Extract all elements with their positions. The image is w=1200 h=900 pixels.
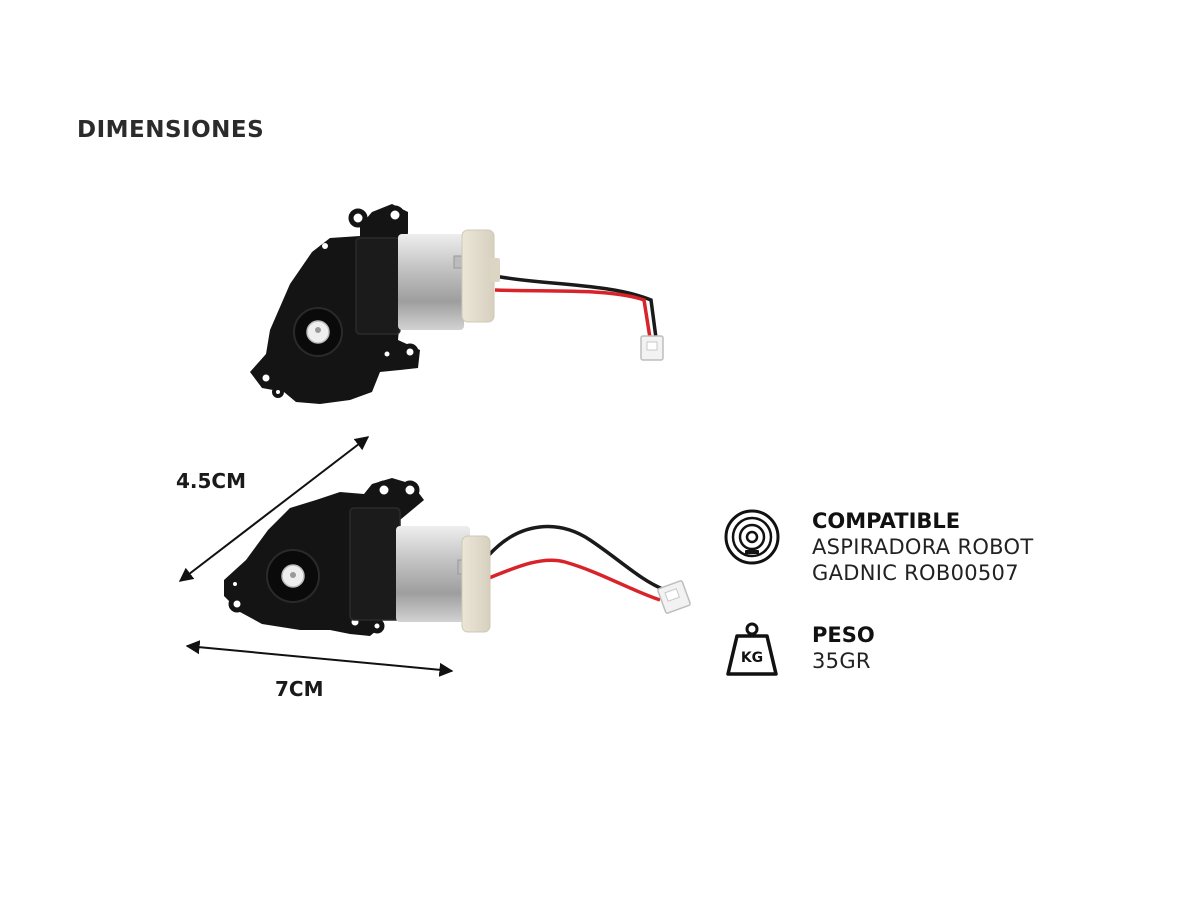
- motor-top-view: [250, 204, 664, 404]
- dimension-label-width: 7CM: [275, 677, 324, 701]
- weight-icon-label: KG: [741, 650, 763, 666]
- spec-peso-value: 35GR: [812, 649, 871, 673]
- dimension-arrow-height: [178, 436, 370, 582]
- motor-bottom-can: [396, 526, 470, 622]
- spec-compatible-line-2: GADNIC ROB00507: [812, 561, 1019, 585]
- motor-top-wire-red: [494, 288, 652, 339]
- motor-top-can: [398, 234, 464, 330]
- spec-compatible-line-1: ASPIRADORA ROBOT: [812, 535, 1034, 559]
- motor-bottom-collar: [349, 507, 401, 621]
- motor-top-wire-black: [494, 274, 658, 339]
- spec-compatible-heading: COMPATIBLE: [812, 509, 961, 533]
- robot-vacuum-icon: [724, 509, 780, 565]
- motor-top-collar: [355, 237, 401, 335]
- motor-bottom-view: [224, 478, 691, 636]
- motor-top-endcap: [461, 229, 495, 323]
- weight-icon: KG: [726, 622, 778, 676]
- spec-peso: KG PESO 35GR: [723, 622, 875, 680]
- spec-peso-heading: PESO: [812, 623, 875, 647]
- dimension-arrow-width: [185, 640, 454, 677]
- dimension-label-height: 4.5CM: [176, 469, 247, 493]
- page-title: DIMENSIONES: [77, 117, 265, 143]
- motor-bottom-wire-black: [486, 524, 666, 592]
- motor-bottom-wire-red: [483, 558, 661, 602]
- spec-compatible: COMPATIBLE ASPIRADORA ROBOT GADNIC ROB00…: [723, 508, 1033, 586]
- motor-bottom-endcap: [461, 535, 491, 633]
